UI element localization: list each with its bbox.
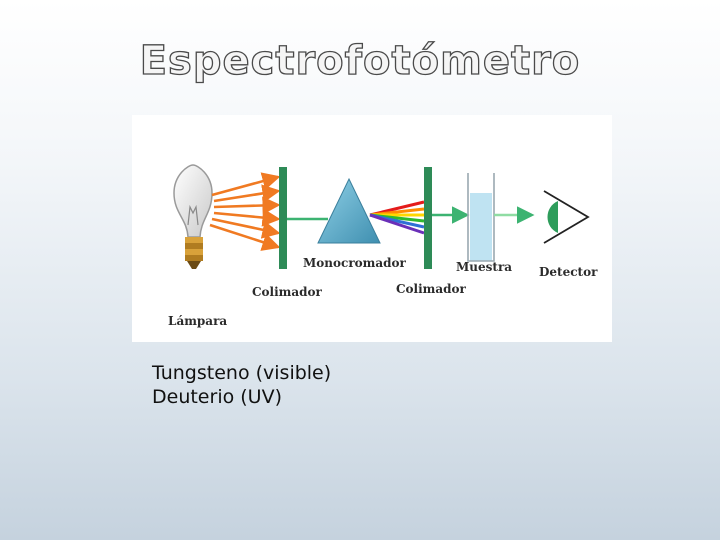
body-line-tungsten: Tungsteno (visible): [152, 362, 332, 384]
eye-icon: [543, 190, 590, 244]
prism-icon: [317, 177, 381, 244]
label-monochromator: Monocromador: [303, 256, 407, 270]
spectrum-rays: [369, 200, 425, 235]
body-line-deuterium: Deuterio (UV): [152, 386, 282, 408]
slide-title: Espectrofotómetro: [139, 37, 581, 84]
body-text: Tungsteno (visible) Deuterio (UV): [152, 361, 331, 409]
cuvette-icon: [467, 173, 495, 262]
label-collimator-1: Colimador: [252, 285, 323, 299]
label-sample: Muestra: [456, 260, 512, 274]
collimator-2: [424, 167, 432, 269]
light-bulb-icon: [173, 164, 213, 269]
label-detector: Detector: [539, 265, 598, 279]
label-lamp: Lámpara: [168, 314, 227, 328]
spectrophotometer-diagram: Lámpara Colimador Monocromador Colimador…: [132, 115, 612, 342]
collimator-1: [279, 167, 287, 269]
label-collimator-2: Colimador: [396, 282, 467, 296]
light-rays: [209, 172, 281, 251]
